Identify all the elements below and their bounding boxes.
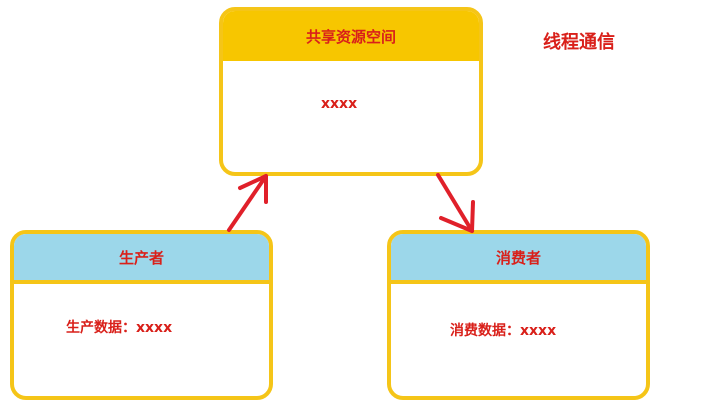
producer-node: 生产者 生产数据：xxxx [10,230,273,400]
shared-to-consumer-arrow [436,173,475,233]
producer-title: 生产者 [14,234,269,284]
shared-resource-title: 共享资源空间 [223,11,479,61]
consumer-node: 消费者 消费数据：xxxx [387,230,650,400]
shared-resource-node: 共享资源空间 xxxx [219,7,483,176]
diagram-title: 线程通信 [543,32,615,53]
producer-content: 生产数据：xxxx [66,320,173,336]
consumer-content: 消费数据：xxxx [450,323,557,339]
shared-resource-content: xxxx [321,96,358,112]
producer-to-shared-arrow [227,174,268,232]
consumer-title: 消费者 [391,234,646,284]
